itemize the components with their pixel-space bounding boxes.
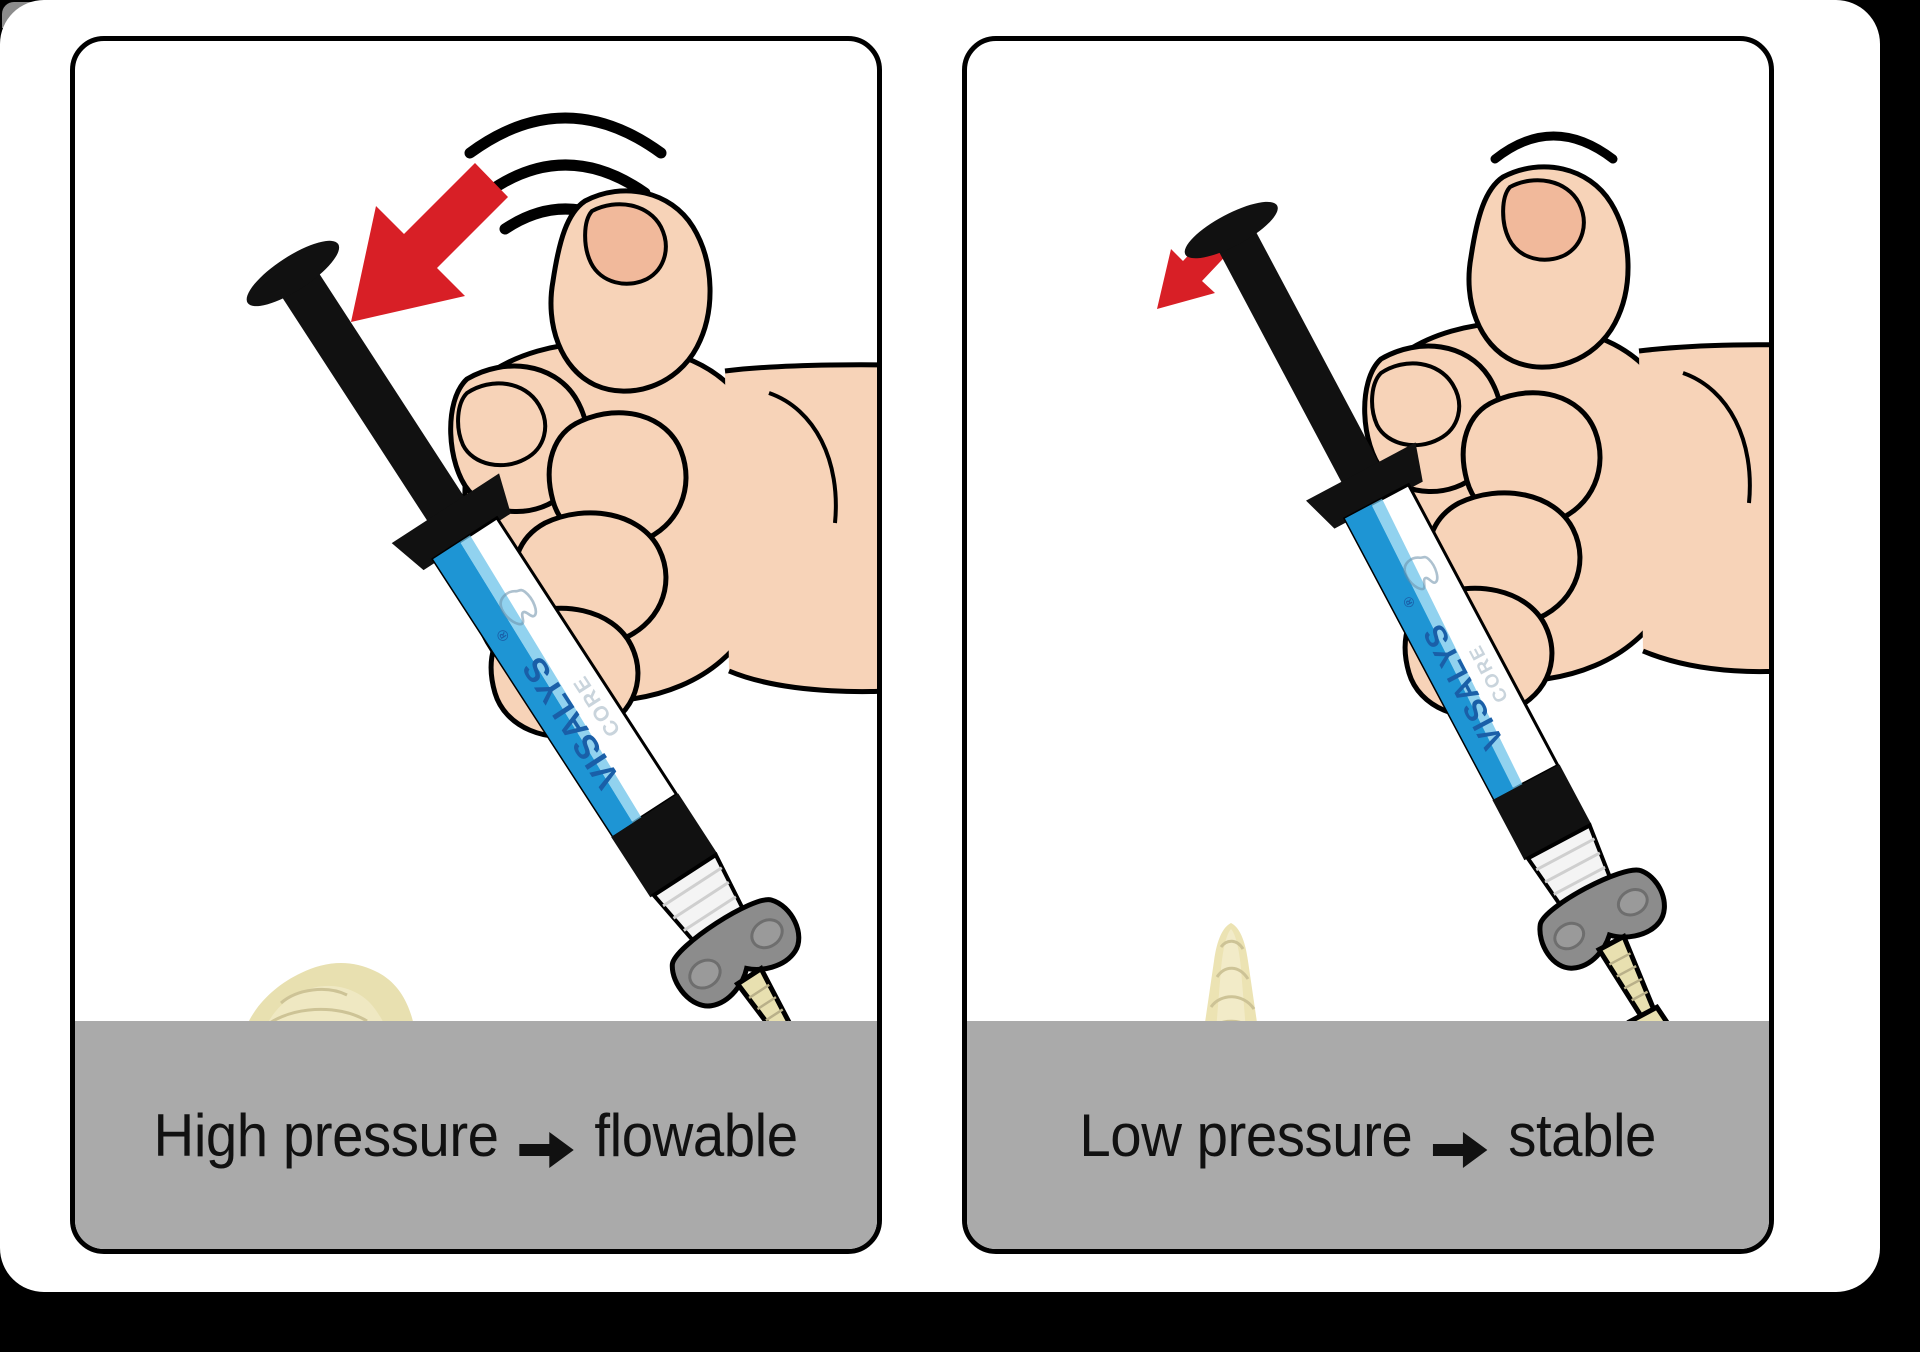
wing-nut-hole-right [1616, 888, 1649, 917]
wing-nut-hole-left [1553, 921, 1586, 951]
syringe-stripe [1344, 504, 1514, 800]
panel-low-pressure: VISALYS ® CORE [962, 36, 1774, 1254]
corner-artifact [2, 2, 36, 28]
illustration-high-pressure: VISALYS ® CORE [241, 112, 877, 1127]
caption-band-high-pressure: High pressure flowable [75, 1021, 877, 1249]
caption-lead-text: High pressure [153, 1101, 499, 1169]
syringe-flange [391, 473, 511, 571]
tooth-pictogram-icon [499, 588, 538, 626]
syringe-stripe [433, 541, 633, 836]
syringe-black-band [611, 793, 718, 898]
syringe-plunger-head [246, 240, 340, 307]
right-arrow-icon [1433, 1115, 1488, 1168]
syringe-stripe-highlight [459, 535, 642, 823]
caption-result-text: stable [1508, 1101, 1657, 1169]
syringe-stripe-highlight [1371, 498, 1523, 789]
figure-card: VISALYS ® CORE [0, 0, 1880, 1292]
syringe-plunger-rod [1210, 216, 1385, 495]
tooth-pictogram-icon [1403, 555, 1439, 591]
syringe-plunger-head [1184, 201, 1278, 259]
caption-result-text: flowable [594, 1101, 799, 1169]
panel-high-pressure: VISALYS ® CORE [70, 36, 882, 1254]
wing-nut-hole-left [688, 958, 722, 990]
scene-low-pressure: VISALYS ® CORE [967, 41, 1769, 1249]
right-arrow-icon [519, 1115, 575, 1168]
stable-cone [1202, 923, 1260, 1043]
caption-band-low-pressure: Low pressure stable [967, 1021, 1769, 1249]
syringe-flange [1306, 442, 1423, 529]
wing-nut-hole-right [750, 918, 784, 950]
syringe-plunger-rod [272, 258, 473, 534]
caption-low-pressure: Low pressure stable [1079, 1101, 1657, 1170]
cannula-ribs [1608, 952, 1649, 1002]
caption-lead-text: Low pressure [1079, 1101, 1413, 1169]
syringe-illustration: VISALYS ® CORE [246, 240, 866, 1127]
caption-high-pressure: High pressure flowable [153, 1101, 799, 1170]
scene-high-pressure: VISALYS ® CORE [75, 41, 877, 1249]
large-red-pressure-arrow-icon [351, 163, 508, 322]
syringe-illustration: VISALYS ® CORE [1184, 201, 1712, 1095]
illustration-low-pressure: VISALYS ® CORE [1157, 131, 1769, 1095]
